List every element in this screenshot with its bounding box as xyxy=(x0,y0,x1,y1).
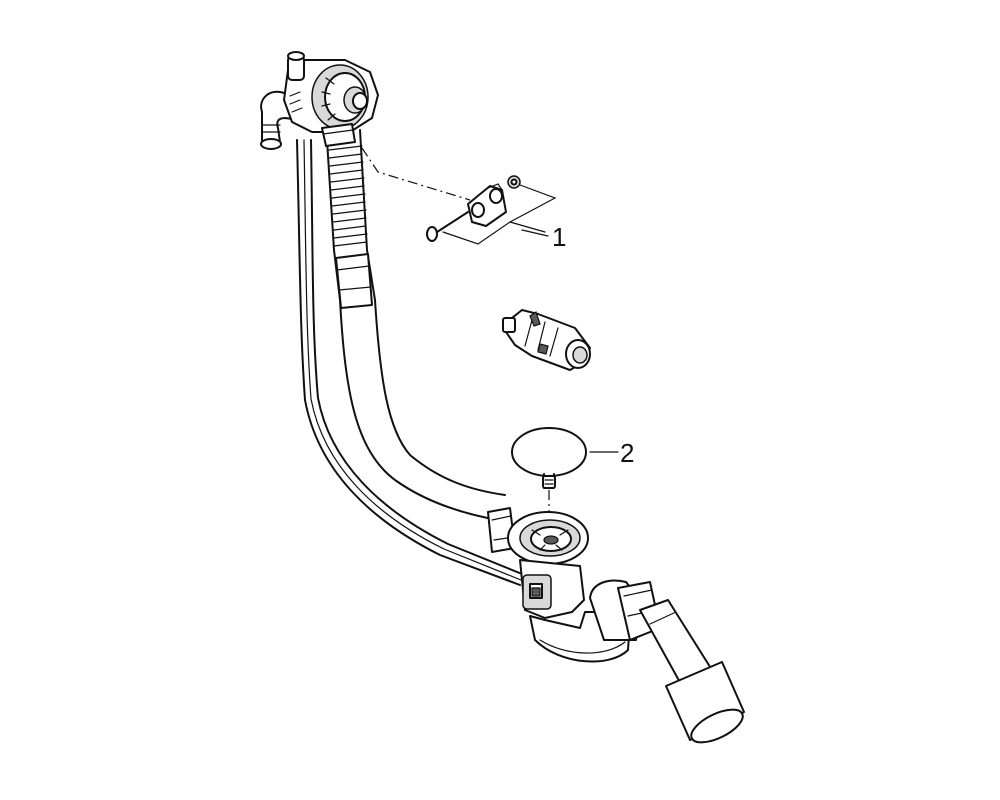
assembly-line xyxy=(361,147,471,201)
callout-2: 2 xyxy=(620,438,634,468)
control-cartridge xyxy=(502,309,591,371)
corrugated-section xyxy=(328,145,368,247)
part-2-drain-stopper xyxy=(511,427,587,518)
flexible-hose xyxy=(296,139,523,586)
callout-1: 1 xyxy=(552,222,566,252)
overflow-pipe xyxy=(326,129,506,521)
callout-1-leader xyxy=(521,229,549,237)
part-1-clip-set xyxy=(426,175,557,245)
overflow-valve-body xyxy=(260,51,379,150)
drain-trap-assembly xyxy=(487,507,745,744)
